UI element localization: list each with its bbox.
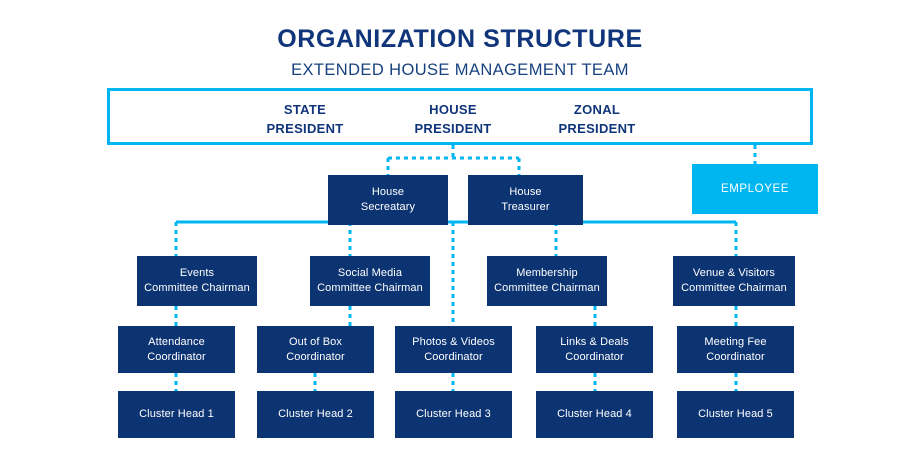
node-cluster-head-4[interactable]: Cluster Head 4: [536, 391, 653, 438]
president-banner: [107, 88, 813, 145]
node-chairman-venue-visitors[interactable]: Venue & Visitors Committee Chairman: [673, 256, 795, 306]
node-chairman-events[interactable]: Events Committee Chairman: [137, 256, 257, 306]
state-president[interactable]: STATE PRESIDENT: [266, 102, 344, 136]
page-subtitle: EXTENDED HOUSE MANAGEMENT TEAM: [291, 61, 629, 79]
node-house-secretary[interactable]: House Secreatary: [328, 175, 448, 225]
node-coordinator-photos-videos[interactable]: Photos & Videos Coordinator: [395, 326, 512, 373]
node-coordinator-out-of-box[interactable]: Out of Box Coordinator: [257, 326, 374, 373]
page-title: ORGANIZATION STRUCTURE: [277, 25, 643, 53]
node-cluster-head-3[interactable]: Cluster Head 3: [395, 391, 512, 438]
node-cluster-head-5[interactable]: Cluster Head 5: [677, 391, 794, 438]
node-cluster-head-1[interactable]: Cluster Head 1: [118, 391, 235, 438]
house-president[interactable]: HOUSE PRESIDENT: [414, 102, 492, 136]
node-chairman-social-media[interactable]: Social Media Committee Chairman: [310, 256, 430, 306]
node-cluster-head-2[interactable]: Cluster Head 2: [257, 391, 374, 438]
node-coordinator-attendance[interactable]: Attendance Coordinator: [118, 326, 235, 373]
zonal-president[interactable]: ZONAL PRESIDENT: [558, 102, 636, 136]
node-house-treasurer[interactable]: House Treasurer: [468, 175, 583, 225]
node-employee[interactable]: EMPLOYEE: [692, 164, 818, 214]
node-chairman-membership[interactable]: Membership Committee Chairman: [487, 256, 607, 306]
node-coordinator-meeting-fee[interactable]: Meeting Fee Coordinator: [677, 326, 794, 373]
node-coordinator-links-deals[interactable]: Links & Deals Coordinator: [536, 326, 653, 373]
